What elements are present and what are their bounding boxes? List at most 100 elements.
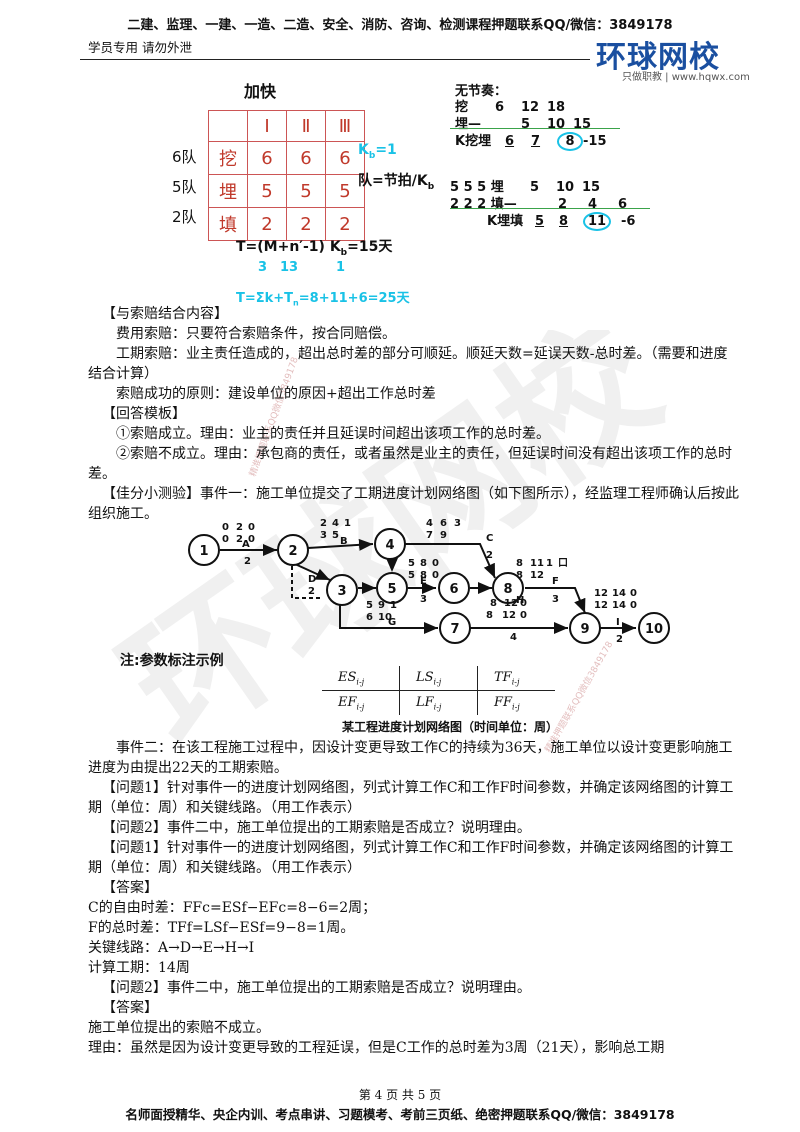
footer-contact-line: 名师面授精华、央企内训、考点串讲、习题模考、考前三页纸、绝密押题联系QQ/微信：… [125,1107,675,1122]
node-label: 9 [580,622,589,637]
node-5 [376,572,408,604]
activity-label: E [420,576,427,587]
legend-cell: EFi-j [322,690,400,715]
node-6 [438,572,470,604]
kb-value: Kb=1 [358,142,397,161]
node-4 [374,528,406,560]
svg-text:12: 12 [530,570,544,581]
svg-text:0: 0 [630,588,637,599]
svg-text:4: 4 [332,518,339,529]
legend-table: ESi-j LSi-j TFi-j EFi-j LFi-j FFi-j [322,666,555,715]
work-label: 填 [208,207,248,241]
team-label: 6队 [172,148,197,166]
node-7 [439,612,471,644]
svg-text:0: 0 [248,522,255,533]
team-label: 5队 [172,178,197,196]
table-cell: 5 [286,174,326,208]
svg-text:0: 0 [432,570,439,581]
work-label: 挖 [208,141,248,175]
col-header: Ⅱ [286,110,326,142]
text-line: 【佳分小测验】事件一：施工单位提交了工期进度计划网络图（如下图所示），经监理工程… [88,486,739,522]
svg-text:0: 0 [520,610,527,621]
svg-text:10: 10 [378,612,392,623]
svg-text:8: 8 [516,570,523,581]
svg-text:7: 7 [426,530,433,541]
svg-text:4: 4 [426,518,433,529]
svg-text:5: 5 [408,558,415,569]
activity-duration: 2 [308,586,315,597]
legend-cell: FFi-j [494,694,520,712]
node-10 [638,612,670,644]
irregular-title: 无节奏： [455,84,508,99]
page-number: 第 4 页 共 5 页 [358,1088,442,1102]
question-line: 【问题2】事件二中，施工单位提出的工期索赔是否成立？说明理由。 [102,980,531,996]
legend-cell: LFi-j [399,690,478,715]
svg-text:0: 0 [630,600,637,611]
brand-logo: 环球网校 [596,40,720,75]
speed-table-title: 加快 [244,82,277,101]
activity-duration: 2 [244,556,251,567]
activity-label: C [486,533,493,544]
svg-text:12: 12 [594,600,608,611]
svg-text:2: 2 [236,534,243,545]
network-diagram: 1 2 3 4 5 6 7 8 9 10 A 2 B C 2 D 2 E 3 F… [188,518,670,645]
table-cell: 5 [325,174,365,208]
speed-table: Ⅰ Ⅱ Ⅲ 挖 6 6 6 埋 5 5 5 填 2 2 2 [208,110,365,241]
work-label: 埋 [208,174,248,208]
step-num: 1 [336,260,346,275]
header-subtitle: 学员专用 请勿外泄 [88,40,192,55]
node-label: 5 [387,582,396,597]
team-formula: 队=节拍/Kb [358,173,435,192]
svg-text:14: 14 [612,600,626,611]
dashed-arrow [291,566,322,599]
header-divider [80,59,590,60]
svg-text:0: 0 [222,522,229,533]
node-label: 6 [449,582,458,597]
col-header: Ⅰ [247,110,287,142]
t-formula: T=(M+n′-1) Kb=15天 [236,239,393,258]
legend-cell: TFi-j [477,666,555,691]
team-label: 2队 [172,208,197,226]
brand-tagline: 只做职教 | www.hqwx.com [622,72,750,83]
legend-cell: ESi-j [322,666,400,691]
activity-duration: 2 [486,550,493,561]
table-cell: 5 [247,174,287,208]
text-line: 事件二：在该工程施工过程中，因设计变更导致工作C的持续为36天，施工单位以设计变… [88,740,733,776]
col-header: Ⅲ [325,110,365,142]
svg-text:0: 0 [520,598,527,609]
svg-text:1: 1 [344,518,351,529]
svg-text:6: 6 [440,518,447,529]
arrow-H [525,587,586,614]
answer-line: C的自由时差：FFc=ESf−EFc=8−6=2周； [88,900,377,916]
legend-title: 注:参数标注示例 [120,653,224,669]
svg-text:2: 2 [320,518,327,529]
diagram-caption: 某工程进度计划网络图（时间单位：周） [342,720,559,734]
step-num: 13 [280,260,299,275]
answer-line: 理由：虽然是因为设计变更导致的工程延误，但是C工作的总时差为3周（21天），影响… [88,1040,665,1056]
svg-text:0: 0 [222,534,229,545]
step-num: 3 [258,260,268,275]
section-heading: 【与索赔结合内容】 [102,306,228,322]
answer-heading: 【答案】 [102,880,158,896]
svg-text:0: 0 [432,558,439,569]
text-line: 费用索赔：只要符合索赔条件，按合同赔偿。 [116,326,396,342]
activity-label: D [308,574,316,585]
t2-formula: T=Σk+Tn=8+11+6=25天 [236,291,410,308]
svg-text:2: 2 [236,522,243,533]
arrow-B [307,538,374,551]
table-cell: 2 [325,207,365,241]
svg-text:8: 8 [420,558,427,569]
node-label: 1 [199,544,208,559]
svg-text:3: 3 [454,518,461,529]
svg-text:8: 8 [420,570,427,581]
activity-duration: 2 [616,634,623,645]
svg-text:3: 3 [320,530,327,541]
svg-text:6: 6 [366,612,373,623]
arrow-D [294,563,331,581]
table-cell: 6 [325,141,365,175]
node-label: 8 [503,582,512,597]
table-cell: 6 [247,141,287,175]
node-3 [326,574,358,606]
text-line: 索赔成功的原则：建设单位的原因+超出工作总时差 [116,386,436,402]
